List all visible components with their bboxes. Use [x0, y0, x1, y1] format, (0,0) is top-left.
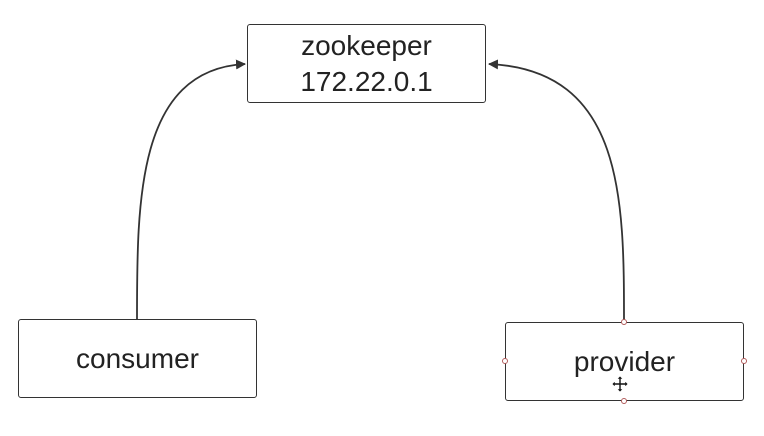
- node-consumer[interactable]: consumer: [18, 319, 257, 398]
- resize-handle-right[interactable]: [741, 358, 747, 364]
- node-consumer-label: consumer: [76, 342, 199, 374]
- edge-provider-to-zookeeper[interactable]: [488, 59, 625, 323]
- edge-consumer-to-zookeeper[interactable]: [136, 59, 246, 320]
- resize-handle-bottom[interactable]: [621, 398, 627, 404]
- move-cursor-icon: [611, 375, 629, 393]
- node-zookeeper[interactable]: zookeeper 172.22.0.1: [247, 24, 486, 103]
- resize-handle-top[interactable]: [621, 319, 627, 325]
- node-provider-label: provider: [573, 345, 676, 377]
- resize-handle-left[interactable]: [502, 358, 508, 364]
- node-zookeeper-address: 172.22.0.1: [300, 65, 433, 97]
- node-zookeeper-title: zookeeper: [301, 29, 432, 61]
